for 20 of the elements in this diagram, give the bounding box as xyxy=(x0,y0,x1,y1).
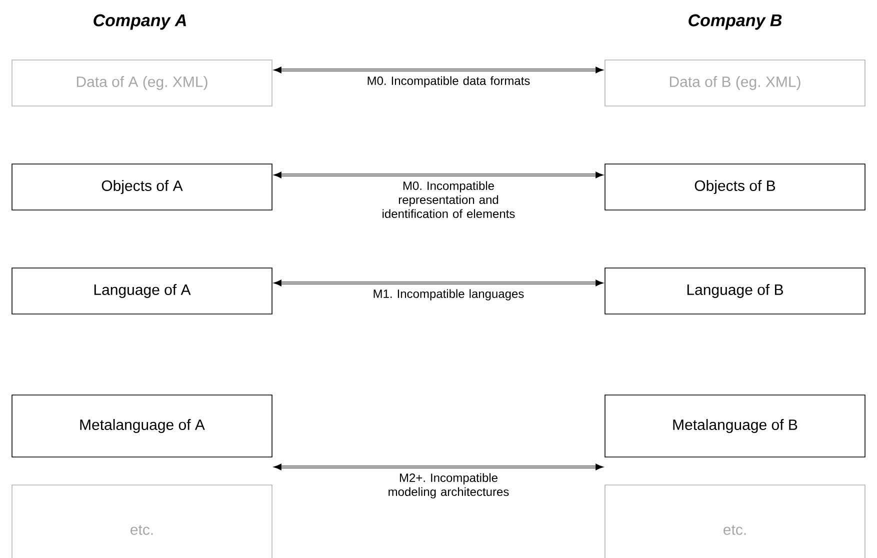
column-heading: Company B xyxy=(688,14,782,30)
double-arrow xyxy=(273,66,604,74)
double-arrow xyxy=(273,464,604,470)
process-box: Language of A xyxy=(12,268,272,314)
process-box: Data of A (eg. XML) xyxy=(12,60,272,106)
process-box: Metalanguage of A xyxy=(12,394,272,458)
process-box: Objects of B xyxy=(604,164,866,210)
process-box: etc. xyxy=(604,484,866,558)
process-box: Data of B (eg. XML) xyxy=(604,60,866,106)
process-box: Metalanguage of B xyxy=(604,394,866,458)
edge-label: M0. Incompatible data formats xyxy=(368,76,530,88)
process-box: Language of B xyxy=(604,268,866,314)
column-heading: Company A xyxy=(94,14,186,30)
double-arrow xyxy=(273,280,604,286)
edge-label: M0. Incompatible representation and identification of elements xyxy=(382,181,515,218)
edge-label: M2+. Incompatible modeling architectures xyxy=(388,473,509,498)
edge-label: M1. Incompatible languages xyxy=(374,289,524,300)
double-arrow xyxy=(273,172,604,178)
process-box: etc. xyxy=(12,484,272,558)
process-box: Objects of A xyxy=(12,164,272,210)
